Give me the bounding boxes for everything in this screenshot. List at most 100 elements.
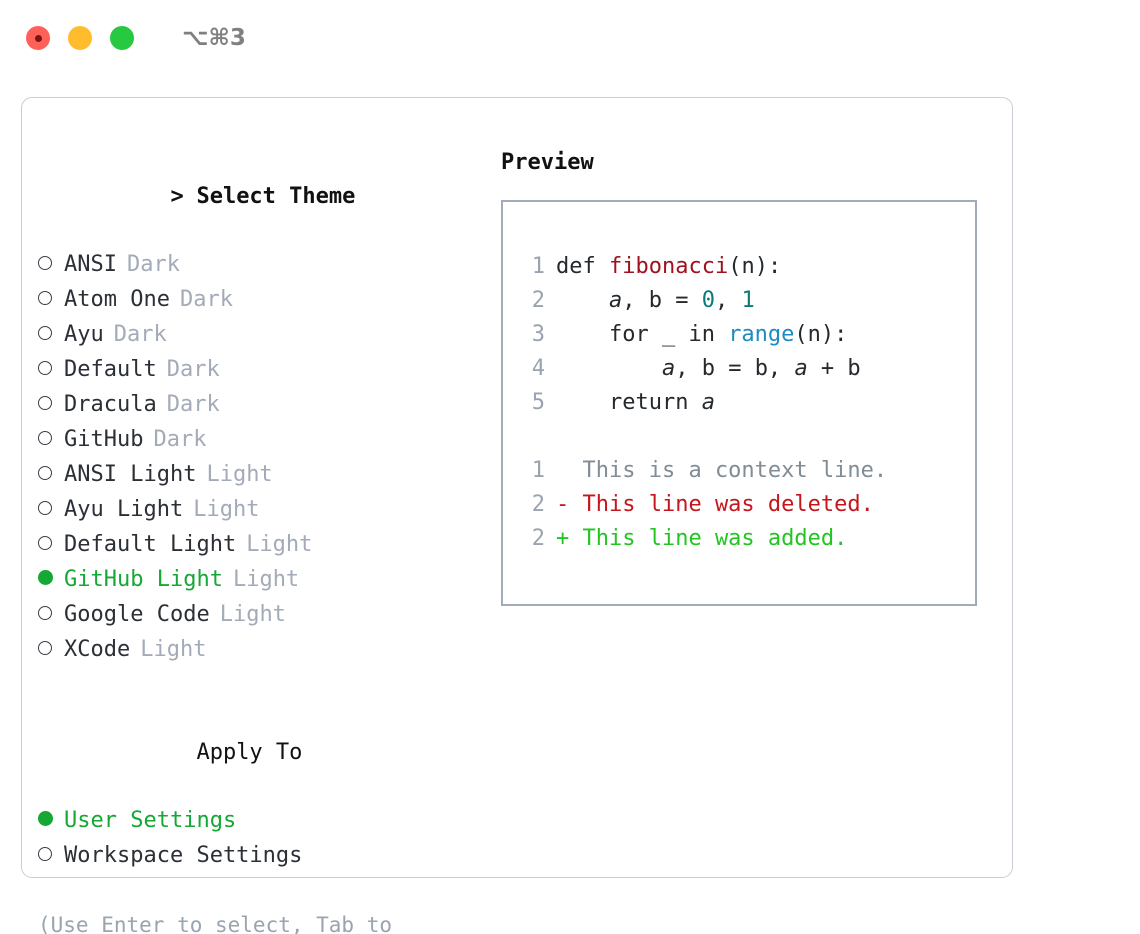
close-button[interactable] xyxy=(26,26,50,50)
option-category-tag: Dark xyxy=(179,287,233,312)
option-category-tag: Light xyxy=(219,602,286,627)
apply-to-header-label: Apply To xyxy=(196,740,303,765)
option-category-tag: Light xyxy=(140,637,207,662)
option-category-tag: Dark xyxy=(113,322,167,347)
theme-option-10[interactable]: Google Code Light xyxy=(38,598,488,633)
code-token: def xyxy=(556,254,609,279)
radio-glyph xyxy=(38,606,52,620)
maximize-button[interactable] xyxy=(110,26,134,50)
code-token: + b xyxy=(807,356,861,381)
theme-option-6[interactable]: ANSI Light Light xyxy=(38,458,488,493)
radio-empty-icon[interactable] xyxy=(38,840,64,874)
code-token: (n): xyxy=(794,322,848,347)
apply-to-header: Apply To xyxy=(38,702,488,804)
option-label: Default Light xyxy=(64,532,237,557)
radio-selected-icon[interactable] xyxy=(38,564,64,598)
diff-line: 1 This is a context line. xyxy=(515,454,887,488)
radio-empty-icon[interactable] xyxy=(38,249,64,283)
line-number: 2 xyxy=(531,492,545,517)
radio-empty-icon[interactable] xyxy=(38,599,64,633)
radio-glyph xyxy=(38,847,52,861)
radio-glyph xyxy=(38,811,53,826)
theme-option-0[interactable]: ANSI Dark xyxy=(38,248,488,283)
diff-separator xyxy=(515,420,887,454)
radio-glyph xyxy=(38,326,52,340)
option-category-tag: Dark xyxy=(166,357,220,382)
apply-option-0[interactable]: User Settings xyxy=(38,804,488,839)
option-label: Atom One xyxy=(64,287,170,312)
radio-glyph xyxy=(38,501,52,515)
radio-glyph xyxy=(38,536,52,550)
line-number: 1 xyxy=(531,254,545,279)
radio-glyph xyxy=(38,431,52,445)
radio-empty-icon[interactable] xyxy=(38,284,64,318)
radio-glyph xyxy=(38,361,52,375)
option-label: Ayu xyxy=(64,322,104,347)
radio-glyph xyxy=(38,291,52,305)
option-label: Google Code xyxy=(64,602,210,627)
diff-text-ctx: This is a context line. xyxy=(556,458,888,483)
code-token xyxy=(556,284,609,318)
radio-empty-icon[interactable] xyxy=(38,494,64,528)
code-line: 1 def fibonacci(n): xyxy=(515,250,887,284)
diff-text-del: - This line was deleted. xyxy=(556,492,874,517)
option-category-tag: Dark xyxy=(153,427,207,452)
radio-empty-icon[interactable] xyxy=(38,389,64,423)
hint-spacer xyxy=(38,874,488,908)
code-token: fibonacci xyxy=(608,254,729,279)
code-token: 1 xyxy=(741,288,755,313)
minimize-button[interactable] xyxy=(68,26,92,50)
code-token: a xyxy=(608,288,623,313)
section-spacer xyxy=(38,668,488,702)
theme-option-2[interactable]: Ayu Dark xyxy=(38,318,488,353)
radio-selected-icon[interactable] xyxy=(38,805,64,839)
keyboard-shortcut-label: ⌥⌘3 xyxy=(182,25,246,51)
radio-empty-icon[interactable] xyxy=(38,529,64,563)
line-number: 3 xyxy=(531,322,545,347)
code-token: (n): xyxy=(728,254,782,279)
focus-caret-icon: > xyxy=(170,184,184,209)
preview-title: Preview xyxy=(501,150,594,175)
diff-line: 2 - This line was deleted. xyxy=(515,488,887,522)
radio-empty-icon[interactable] xyxy=(38,459,64,493)
code-token: , b = xyxy=(622,288,702,313)
option-label: ANSI xyxy=(64,252,117,277)
option-category-tag: Dark xyxy=(166,392,220,417)
radio-glyph xyxy=(38,256,52,270)
theme-option-3[interactable]: Default Dark xyxy=(38,353,488,388)
diff-text-add: + This line was added. xyxy=(556,526,848,551)
select-theme-header-label: Select Theme xyxy=(196,184,356,209)
radio-glyph xyxy=(38,396,52,410)
radio-empty-icon[interactable] xyxy=(38,354,64,388)
code-token: a xyxy=(794,356,808,381)
apply-option-1[interactable]: Workspace Settings xyxy=(38,839,488,874)
radio-empty-icon[interactable] xyxy=(38,634,64,668)
theme-option-1[interactable]: Atom One Dark xyxy=(38,283,488,318)
keyboard-hint-text: (Use Enter to select, Tab to change focu… xyxy=(38,913,393,934)
line-number: 2 xyxy=(531,288,545,313)
radio-empty-icon[interactable] xyxy=(38,424,64,458)
radio-empty-icon[interactable] xyxy=(38,319,64,353)
option-label: ANSI Light xyxy=(64,462,197,487)
option-category-tag: Dark xyxy=(126,252,180,277)
line-number: 4 xyxy=(531,356,545,381)
option-label: Default xyxy=(64,357,157,382)
code-token: , b = b, xyxy=(675,356,795,381)
diff-line: 2+ This line was added. xyxy=(515,522,887,556)
code-line: 3 for _ in range(n): xyxy=(515,318,887,352)
option-category-tag: Light xyxy=(206,462,273,487)
option-label: Ayu Light xyxy=(64,497,184,522)
